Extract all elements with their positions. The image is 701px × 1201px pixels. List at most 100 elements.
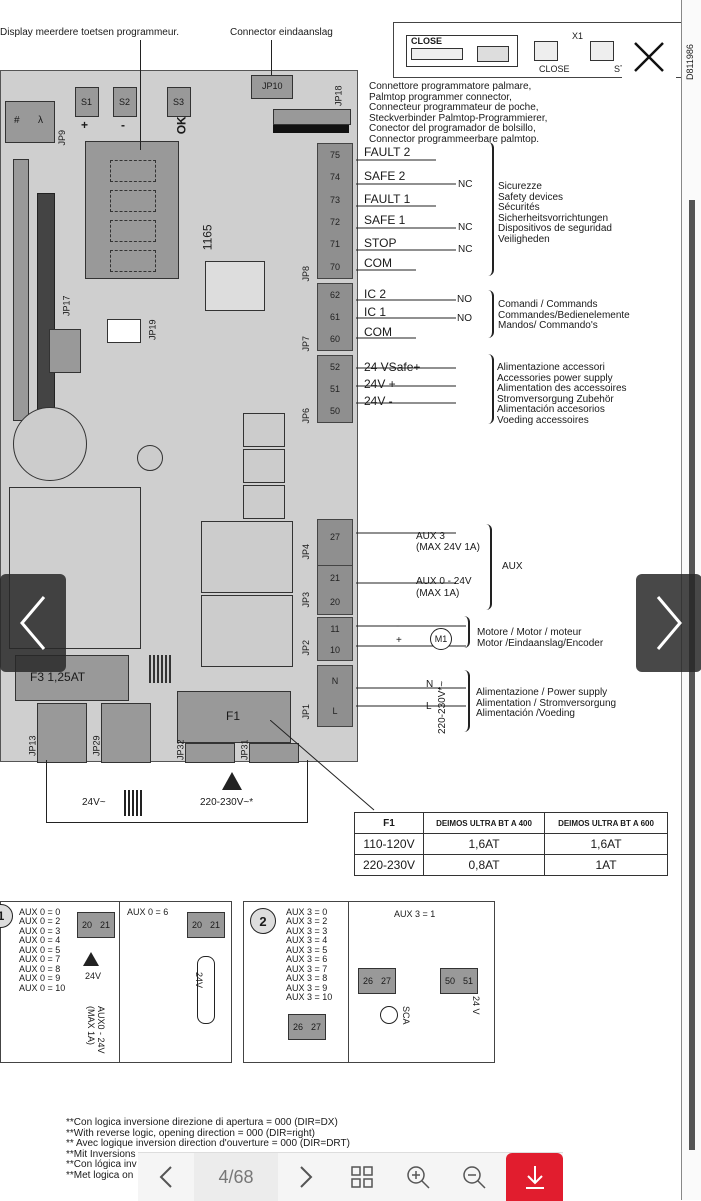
scrollbar[interactable] [689,200,695,1150]
fuse-table: F1 DEIMOS ULTRA BT A 400 DEIMOS ULTRA BT… [354,812,668,876]
accessories-4: Alimentación accesorios [497,404,605,415]
jp13-label: JP13 [27,735,38,756]
close-label: CLOSE [539,64,570,74]
ic1-label: IC 1 [364,305,387,319]
commands-brace [486,290,494,338]
jp1-label: JP1 [301,703,312,720]
box1-number: 1 [0,909,5,923]
switch-body [411,48,463,60]
footnote-5: **Met logica on [66,1169,134,1181]
grid-view-button[interactable] [334,1153,390,1201]
download-button[interactable] [506,1153,563,1201]
relay-2 [243,449,285,483]
zoom-in-button[interactable] [390,1153,446,1201]
accessories-3: Stromversorgung Zubehör [497,393,614,405]
terminal-l: L [332,706,338,716]
box1-aux-5: AUX 0 = 7 [19,954,61,965]
box2-sca-label: SCA [401,1006,411,1025]
next-page-button[interactable] [636,574,701,672]
aux-group-label: AUX [502,561,523,572]
power-group-text: Alimentazione / Power supply Alimentatio… [476,687,616,720]
box1-aux-8: AUX 0 = 10 [19,982,66,993]
s3-button-graphic: S3 [167,87,191,117]
box2-aux-6: AUX 3 = 7 [286,963,328,974]
jp17-block [49,329,81,373]
zoom-out-button[interactable] [446,1153,502,1201]
jp32-label: JP32 [175,739,186,760]
prog-line-1: Palmtop programmer connector, [369,91,512,103]
nc1-label: NC [458,179,473,190]
box2-t26: 26 [362,976,373,986]
transformer-24v-label: 24V~ [82,797,106,808]
box1-24v-label: 24V [85,971,102,981]
relay-1 [243,413,285,447]
toolbar-prev-button[interactable] [138,1153,194,1201]
commands-1: Commandes/Bedienelemente [498,309,630,321]
minus-label: - [121,118,125,132]
box2-aux-3: AUX 3 = 4 [286,935,328,946]
power-0: Alimentazione / Power supply [476,687,608,698]
previous-page-button[interactable] [0,574,66,672]
zoom-out-icon [463,1166,486,1189]
com2-label: COM [364,325,392,339]
footnotes: **Con logica inversione direzione di ape… [66,1117,350,1181]
box2-t50: 50 [444,976,455,986]
box2-t51: 51 [462,976,473,986]
terminal-72: 72 [329,217,340,228]
grid-icon [351,1166,373,1188]
commands-group-text: Comandi / Commands Commandes/Bedieneleme… [498,299,630,332]
jp10-connector: JP10 [251,75,293,99]
box2-t27b: 27 [310,1022,321,1032]
box1-aux-7: AUX 0 = 9 [19,973,61,984]
st-label: ST [614,64,626,74]
fuse-table-header-2: DEIMOS ULTRA BT A 600 [544,812,668,834]
fuse-table-header-0: F1 [354,812,424,834]
box1-t20: 20 [81,920,92,930]
toolbar-next-button[interactable] [278,1153,334,1201]
switch-actuator [477,46,509,62]
fuse-cell: 110-120V [354,833,424,855]
box2-aux1-label: AUX 3 = 1 [394,909,436,919]
aux3max-label: (MAX 24V 1A) [416,542,480,553]
motor-plus-label: + [396,635,402,646]
fuse-cell: 1AT [544,854,668,876]
prog-line-0: Connettore programmatore palmare, [369,81,532,92]
terminal-50: 50 [329,406,340,416]
vsafe-label: 24 VSafe+ [364,360,421,374]
box2-aux-0: AUX 3 = 0 [286,907,328,917]
motor-minus-label: - [396,621,400,632]
terminal-62: 62 [329,290,340,300]
footnote-0: **Con logica inversione direzione di ape… [66,1117,338,1128]
ic2-label: IC 2 [364,287,387,301]
chip-label: 1165 [200,224,215,251]
jp7-terminal-block: 62 61 60 [317,283,353,351]
accessories-2: Alimentation des accessoires [497,383,627,394]
small-capacitor [137,445,163,471]
jp31-label: JP31 [239,739,250,760]
box1-auxmax-label: AUX0 - 24V [96,1006,106,1054]
terminal-60: 60 [329,334,340,344]
com1-label: COM [364,256,392,270]
page-indicator-field[interactable]: 4/68 [194,1153,278,1201]
fuse-f1-label: F1 [226,709,241,723]
jp1-terminal-block: N L [317,665,353,727]
prog-line-5: Connector programmeerbare palmtop. [369,133,540,145]
page-indicator: 4/68 [218,1166,254,1187]
prog-line-3: Steckverbinder Palmtop-Programmierer, [369,112,548,124]
terminal-11: 11 [330,623,340,634]
relay-big-1 [201,521,293,593]
doc-code: D811986 [685,44,695,80]
digit-3 [110,220,156,242]
jp29-connector [101,703,151,763]
box1-aux-1: AUX 0 = 2 [19,916,61,927]
mains-voltage-label: 220-230V*~ [437,680,448,734]
footnote-2: ** Avec logique inversion direction d'ou… [66,1138,350,1149]
chevron-right-icon [656,596,682,650]
box2-divider [348,902,349,1062]
aux-brace [484,524,492,610]
accessories-group-text: Alimentazione accessori Accessories powe… [497,362,627,426]
box2-24v-label: 24 V [471,996,481,1015]
close-button[interactable] [622,30,676,84]
